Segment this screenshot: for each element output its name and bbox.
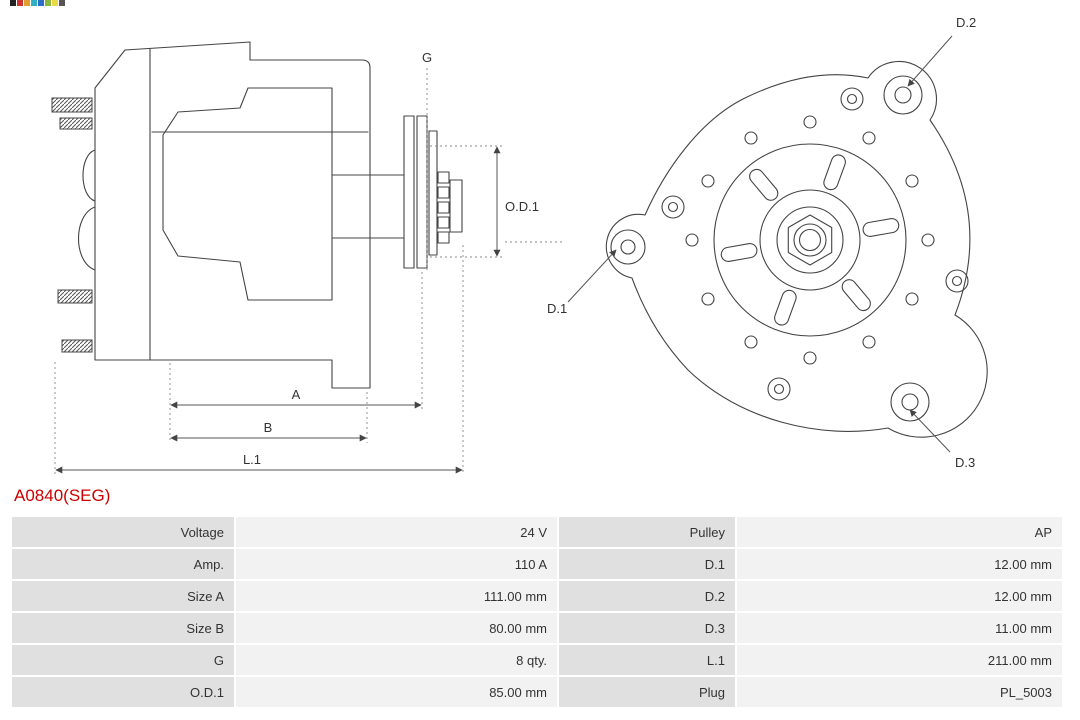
spec-value: 110 A [236,549,557,579]
spec-label: Size A [12,581,234,611]
spec-value: 80.00 mm [236,613,557,643]
shaft-nut [787,214,833,266]
spec-row: Size A 111.00 mm D.2 12.00 mm [12,581,1062,611]
side-view-drawing [51,41,463,389]
vent-slots [720,154,900,326]
spec-label: D.3 [559,613,735,643]
spec-value: PL_5003 [737,677,1062,707]
spec-label: Pulley [559,517,735,547]
dim-label-l1: L.1 [243,452,261,467]
spec-label: Plug [559,677,735,707]
dim-label-od1: O.D.1 [505,199,539,214]
spec-value: 85.00 mm [236,677,557,707]
spec-label: Voltage [12,517,234,547]
spec-label: Amp. [12,549,234,579]
spec-row: O.D.1 85.00 mm Plug PL_5003 [12,677,1062,707]
stud [59,117,93,130]
spec-value: 111.00 mm [236,581,557,611]
spec-value: 12.00 mm [737,581,1062,611]
spec-value: 211.00 mm [737,645,1062,675]
spec-value: AP [737,517,1062,547]
spec-row: Voltage 24 V Pulley AP [12,517,1062,547]
stud [51,97,93,113]
dim-label-d1: D.1 [547,301,567,316]
dim-label-a: A [292,387,301,402]
alternator-body-outline [94,41,371,389]
spec-table: Voltage 24 V Pulley AP Amp. 110 A D.1 12… [10,515,1064,709]
mounting-ear-d2 [883,75,923,115]
dim-label-d3: D.3 [955,455,975,470]
callout-line-d3 [909,409,951,453]
spec-row: Size B 80.00 mm D.3 11.00 mm [12,613,1062,643]
brand-logo [10,0,65,6]
part-number: A0840(SEG) [14,486,111,505]
through-bolts [661,87,969,401]
dim-label-d2: D.2 [956,15,976,30]
spec-label: Size B [12,613,234,643]
spec-label: D.2 [559,581,735,611]
dimension-annotations: G O.D.1 A B L.1 [54,50,565,475]
spec-value: 11.00 mm [737,613,1062,643]
spec-label: G [12,645,234,675]
pulley [403,115,463,269]
vent-holes [685,115,935,365]
spec-row: Amp. 110 A D.1 12.00 mm [12,549,1062,579]
callout-line-d1 [567,249,617,303]
spec-label: L.1 [559,645,735,675]
spec-label: D.1 [559,549,735,579]
spec-value: 12.00 mm [737,549,1062,579]
dim-label-b: B [264,420,273,435]
spec-value: 8 qty. [236,645,557,675]
stud [61,339,93,353]
stud [57,289,93,304]
spec-value: 24 V [236,517,557,547]
callout-line-d2 [907,35,953,87]
technical-drawing: G O.D.1 A B L.1 [51,15,988,475]
spec-label: O.D.1 [12,677,234,707]
dim-label-g: G [422,50,432,65]
spec-row: G 8 qty. L.1 211.00 mm [12,645,1062,675]
mounting-ear-d1 [610,229,646,265]
rear-view-drawing: D.2 D.1 D.3 [547,15,988,470]
